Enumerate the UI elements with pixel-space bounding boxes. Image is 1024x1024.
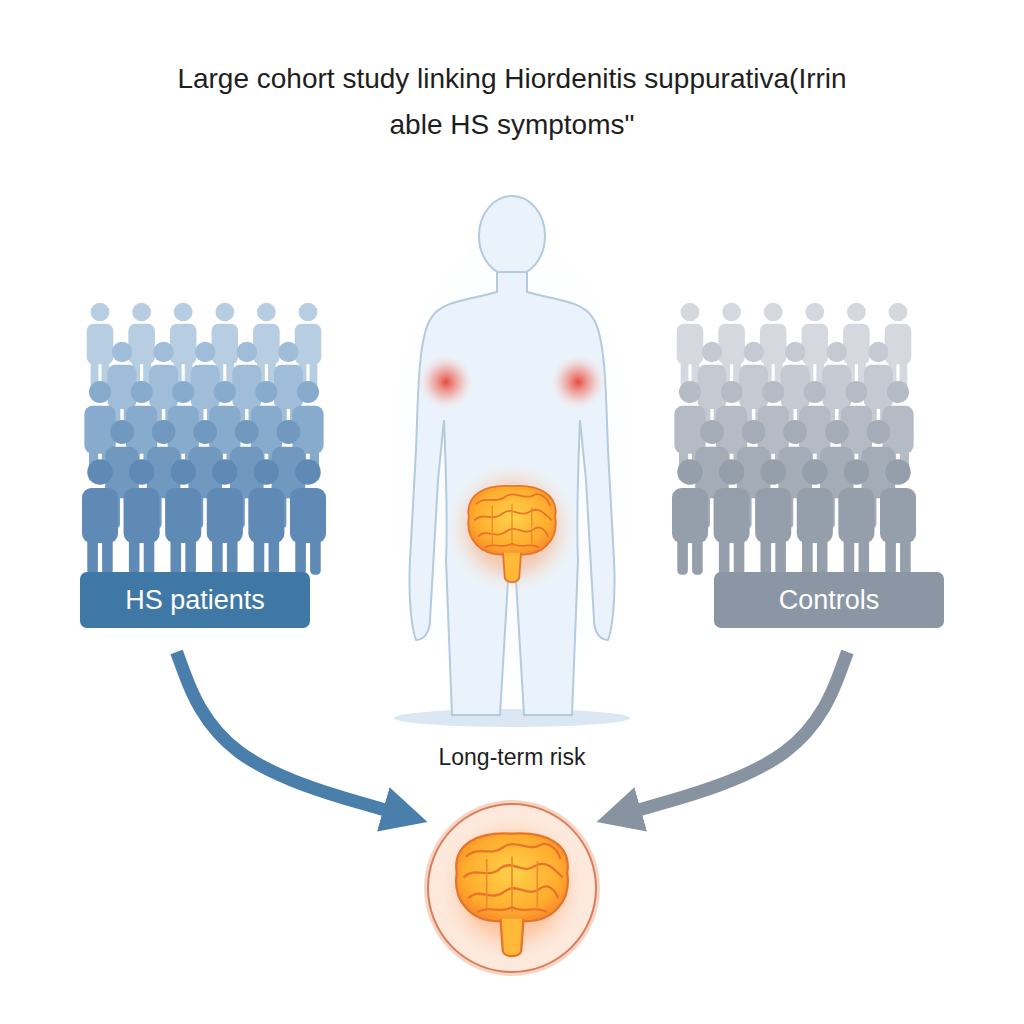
person-figure xyxy=(797,459,833,575)
person-figure xyxy=(207,459,243,575)
outcome-circle: Long-term risk xyxy=(387,742,637,982)
person-figure xyxy=(714,459,750,575)
person-figure xyxy=(880,459,916,575)
person-figure xyxy=(290,459,326,575)
flow-arrow xyxy=(177,652,393,812)
circle-heading: Long-term risk xyxy=(387,744,637,771)
person-figure xyxy=(124,459,160,575)
person-figure xyxy=(672,459,708,575)
person-figure xyxy=(165,459,201,575)
person-figure xyxy=(838,459,874,575)
group-label: HS patients xyxy=(125,585,265,616)
person-figure xyxy=(248,459,284,575)
title: Large cohort study linking Hiordenitis s… xyxy=(162,56,862,148)
person-figure xyxy=(82,459,118,575)
group-box: Controls xyxy=(714,572,944,628)
person-figure xyxy=(755,459,791,575)
group-label: Controls xyxy=(779,585,880,616)
circle-outline xyxy=(387,742,637,982)
flow-arrow xyxy=(632,652,848,812)
group-box: HS patients xyxy=(80,572,310,628)
